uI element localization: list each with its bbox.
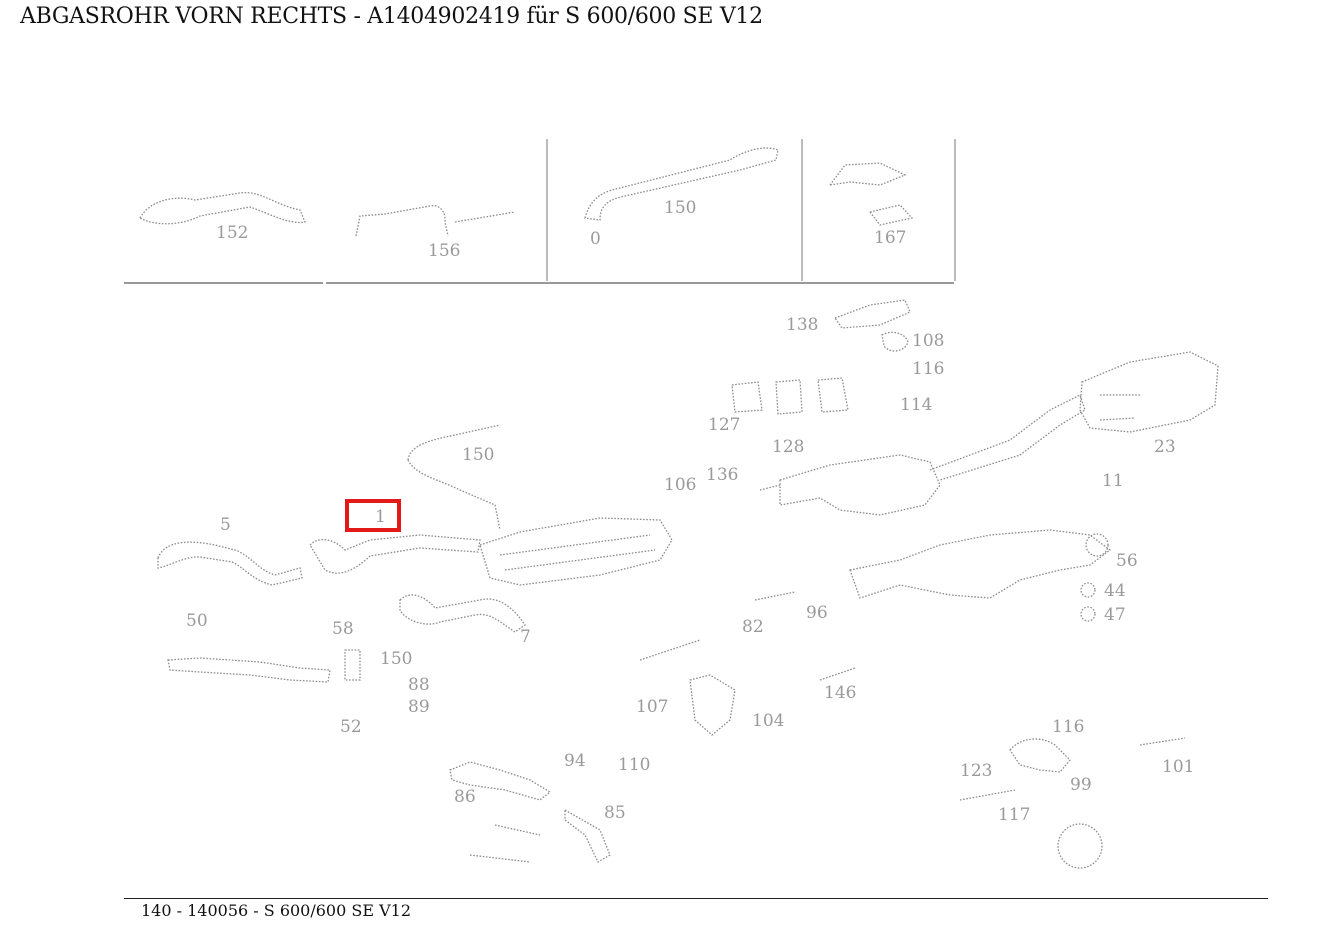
bracket-top-drawing bbox=[833, 299, 911, 352]
callout-106: 106 bbox=[664, 475, 696, 495]
callout-7: 7 bbox=[520, 627, 531, 647]
callout-58: 58 bbox=[332, 619, 354, 639]
tail-pipe-drawing bbox=[929, 394, 1086, 481]
callout-150-inset: 150 bbox=[664, 198, 696, 218]
inset-pipe-drawing bbox=[355, 205, 516, 237]
front-pipe-left-drawing bbox=[157, 541, 303, 586]
callout-114: 114 bbox=[900, 395, 932, 415]
inset-panel bbox=[124, 139, 956, 284]
page-title: ABGASROHR VORN RECHTS - A1404902419 für … bbox=[20, 4, 763, 29]
selected-part-highlight[interactable] bbox=[345, 499, 401, 532]
rear-hardware-drawing bbox=[959, 737, 1186, 801]
callout-167: 167 bbox=[874, 228, 906, 248]
callout-110: 110 bbox=[618, 755, 650, 775]
callout-0: 0 bbox=[590, 229, 601, 249]
nut-drawing bbox=[1080, 582, 1096, 598]
callout-82: 82 bbox=[742, 617, 764, 637]
lower-pipe-drawing bbox=[399, 594, 526, 633]
callout-128: 128 bbox=[772, 437, 804, 457]
callout-1-selected[interactable]: 1 bbox=[375, 507, 386, 527]
clamp-hardware-drawing bbox=[449, 761, 611, 863]
inset-catalyst-drawing bbox=[139, 191, 306, 225]
washer-drawing bbox=[1080, 606, 1096, 622]
front-catalyst-drawing bbox=[479, 517, 673, 586]
callout-108: 108 bbox=[912, 331, 944, 351]
main-assembly bbox=[157, 299, 1219, 869]
callout-99: 99 bbox=[1070, 775, 1092, 795]
gasket-ring-drawing bbox=[1085, 533, 1109, 557]
mount-parts-drawing bbox=[167, 649, 361, 683]
callout-50: 50 bbox=[186, 611, 208, 631]
callout-123: 123 bbox=[960, 761, 992, 781]
callout-107: 107 bbox=[636, 697, 668, 717]
callout-5: 5 bbox=[220, 515, 231, 535]
heat-shield-drawing bbox=[1057, 823, 1103, 869]
callout-88: 88 bbox=[408, 675, 430, 695]
callout-152: 152 bbox=[216, 223, 248, 243]
callout-156: 156 bbox=[428, 241, 460, 261]
callout-11: 11 bbox=[1102, 471, 1124, 491]
callout-89: 89 bbox=[408, 697, 430, 717]
callout-47: 47 bbox=[1104, 605, 1126, 625]
callout-labels: 152 156 150 0 167 5 50 150 7 138 108 116… bbox=[186, 198, 1194, 825]
callout-96: 96 bbox=[806, 603, 828, 623]
callout-23: 23 bbox=[1154, 437, 1176, 457]
front-pipe-right-drawing bbox=[309, 534, 481, 574]
hanger-set-upper-drawing bbox=[731, 377, 849, 415]
callout-150-lower: 150 bbox=[380, 649, 412, 669]
callout-138: 138 bbox=[786, 315, 818, 335]
callout-116-top: 116 bbox=[912, 359, 944, 379]
callout-150: 150 bbox=[462, 445, 494, 465]
callout-117: 117 bbox=[998, 805, 1030, 825]
inset-bracket-drawing bbox=[828, 162, 914, 226]
callout-44: 44 bbox=[1104, 581, 1126, 601]
callout-127: 127 bbox=[708, 415, 740, 435]
callout-86: 86 bbox=[454, 787, 476, 807]
upper-pipe-drawing bbox=[407, 424, 501, 531]
inset-long-pipe-drawing bbox=[584, 147, 779, 221]
center-silencer-drawing bbox=[759, 454, 941, 516]
footer-text: 140 - 140056 - S 600/600 SE V12 bbox=[141, 901, 412, 920]
lower-hardware-drawing bbox=[639, 591, 856, 736]
callout-116-rear: 116 bbox=[1052, 717, 1084, 737]
callout-101: 101 bbox=[1162, 757, 1194, 777]
rear-pipe-assembly-drawing bbox=[849, 529, 1112, 599]
callout-85: 85 bbox=[604, 803, 626, 823]
callout-52: 52 bbox=[340, 717, 362, 737]
footer-rule bbox=[124, 898, 1268, 899]
callout-94: 94 bbox=[564, 751, 586, 771]
callout-104: 104 bbox=[752, 711, 784, 731]
callout-136: 136 bbox=[706, 465, 738, 485]
rear-muffler-drawing bbox=[1079, 351, 1219, 433]
callout-146: 146 bbox=[824, 683, 856, 703]
callout-56: 56 bbox=[1116, 551, 1138, 571]
